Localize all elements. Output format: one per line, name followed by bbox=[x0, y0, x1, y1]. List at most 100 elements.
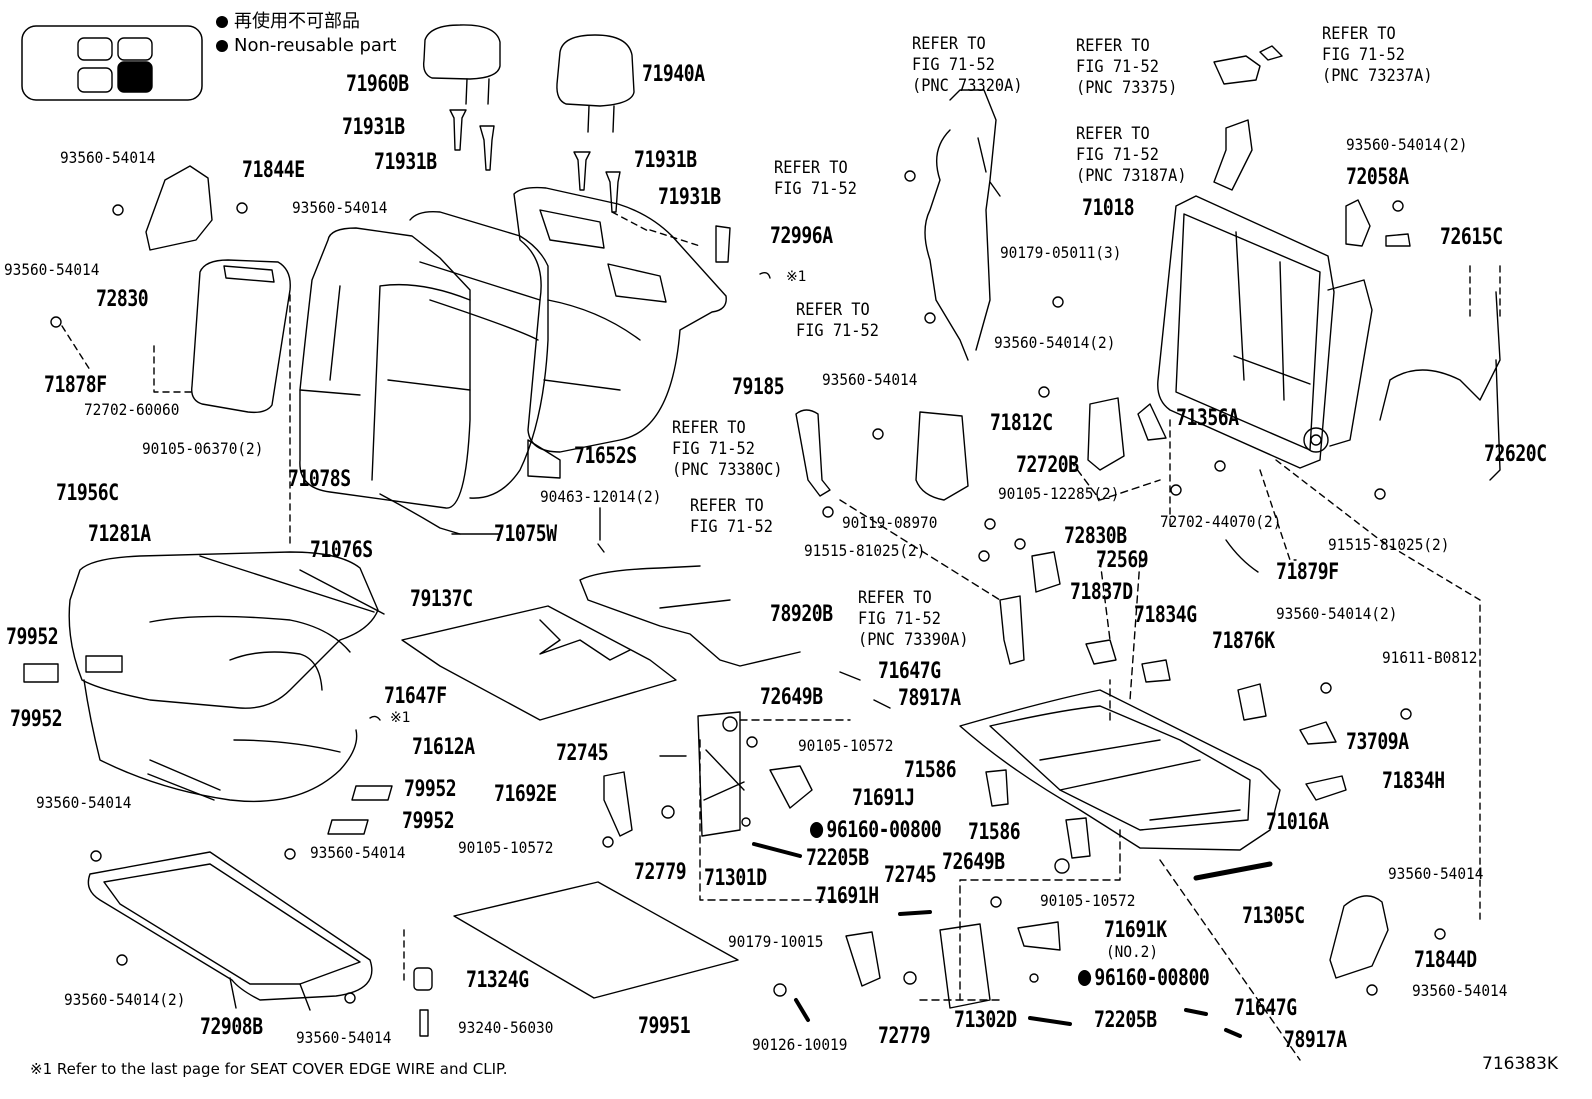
part-label[interactable]: 72745 bbox=[884, 863, 937, 888]
part-label[interactable]: 91611-B0812 bbox=[1382, 648, 1478, 667]
part-label[interactable]: 71931B bbox=[374, 150, 437, 175]
part-label[interactable]: 71078S bbox=[288, 467, 351, 492]
part-label[interactable]: 72779 bbox=[634, 860, 687, 885]
part-label[interactable]: 72205B bbox=[1094, 1008, 1157, 1033]
part-label[interactable]: 71016A bbox=[1266, 810, 1329, 835]
part-label[interactable]: 90179-10015 bbox=[728, 932, 824, 951]
part-label[interactable]: 72830 bbox=[96, 287, 149, 312]
part-label[interactable]: 71940A bbox=[642, 62, 705, 87]
part-label[interactable]: 72702-60060 bbox=[84, 400, 180, 419]
part-label[interactable]: 93560-54014 bbox=[1388, 864, 1484, 883]
part-label[interactable]: 72996A bbox=[770, 224, 833, 249]
part-label[interactable]: 71691K bbox=[1104, 918, 1167, 943]
part-label[interactable]: 71076S bbox=[310, 538, 373, 563]
part-label[interactable]: 71356A bbox=[1176, 406, 1239, 431]
part-label[interactable]: 90179-05011(3) bbox=[1000, 243, 1122, 262]
part-label[interactable]: 90119-08970 bbox=[842, 513, 938, 532]
part-label[interactable]: 71837D bbox=[1070, 580, 1133, 605]
part-label[interactable]: 93560-54014(2) bbox=[994, 333, 1116, 352]
part-label[interactable]: 72205B bbox=[806, 846, 869, 871]
part-label[interactable]: 79952 bbox=[6, 625, 59, 650]
part-label[interactable]: 71301D bbox=[704, 866, 767, 891]
part-label[interactable]: 72615C bbox=[1440, 225, 1503, 250]
part-label[interactable]: 71652S bbox=[574, 444, 637, 469]
part-label[interactable]: 71812C bbox=[990, 411, 1053, 436]
part-label[interactable]: 93240-56030 bbox=[458, 1018, 554, 1037]
part-label[interactable]: 71586 bbox=[904, 758, 957, 783]
part-label[interactable]: 93560-54014(2) bbox=[1346, 135, 1468, 154]
part-label[interactable]: 90105-10572 bbox=[1040, 891, 1136, 910]
part-label[interactable]: 93560-54014 bbox=[822, 370, 918, 389]
part-label[interactable]: 71647G bbox=[1234, 996, 1297, 1021]
part-label[interactable]: 71878F bbox=[44, 373, 107, 398]
part-label[interactable]: 71956C bbox=[56, 481, 119, 506]
part-label[interactable]: 71612A bbox=[412, 735, 475, 760]
part-label[interactable]: 91515-81025(2) bbox=[1328, 535, 1450, 554]
part-label[interactable]: 72649B bbox=[760, 685, 823, 710]
part-label[interactable]: 78917A bbox=[898, 686, 961, 711]
part-label[interactable]: 90105-06370(2) bbox=[142, 439, 264, 458]
part-label[interactable]: 90105-10572 bbox=[458, 838, 554, 857]
part-label[interactable]: 93560-54014(2) bbox=[1276, 604, 1398, 623]
part-label[interactable]: 79952 bbox=[402, 809, 455, 834]
part-label[interactable]: 71844D bbox=[1414, 948, 1477, 973]
part-label[interactable]: 91515-81025(2) bbox=[804, 541, 926, 560]
part-label[interactable]: 71879F bbox=[1276, 560, 1339, 585]
part-label-non-reusable[interactable]: 96160-00800 bbox=[810, 820, 942, 842]
part-label[interactable]: 93560-54014 bbox=[36, 793, 132, 812]
part-label[interactable]: 93560-54014(2) bbox=[64, 990, 186, 1009]
part-label[interactable]: 71305C bbox=[1242, 904, 1305, 929]
part-label[interactable]: 71647G bbox=[878, 659, 941, 684]
part-label[interactable]: 93560-54014 bbox=[60, 148, 156, 167]
part-label[interactable]: 71324G bbox=[466, 968, 529, 993]
part-label[interactable]: 71931B bbox=[342, 115, 405, 140]
part-label[interactable]: 71075W bbox=[494, 522, 557, 547]
part-label[interactable]: 79952 bbox=[10, 707, 63, 732]
part-label[interactable]: 71691J bbox=[852, 786, 915, 811]
part-label[interactable]: 93560-54014 bbox=[310, 843, 406, 862]
part-label[interactable]: 71931B bbox=[634, 148, 697, 173]
part-label[interactable]: 71691H bbox=[816, 884, 879, 909]
part-label[interactable]: 93560-54014 bbox=[4, 260, 100, 279]
part-label[interactable]: 71834H bbox=[1382, 769, 1445, 794]
part-label[interactable]: 90105-12285(2) bbox=[998, 484, 1120, 503]
part-label[interactable]: 79951 bbox=[638, 1014, 691, 1039]
part-label[interactable]: 71834G bbox=[1134, 603, 1197, 628]
part-label[interactable]: 72745 bbox=[556, 741, 609, 766]
part-label[interactable]: 72702-44070(2) bbox=[1160, 512, 1282, 531]
part-label[interactable]: 79137C bbox=[410, 587, 473, 612]
part-label[interactable]: 71586 bbox=[968, 820, 1021, 845]
part-label[interactable]: 78917A bbox=[1284, 1028, 1347, 1053]
part-label[interactable]: 72830B bbox=[1064, 524, 1127, 549]
part-label[interactable]: 71281A bbox=[88, 522, 151, 547]
part-label[interactable]: 71931B bbox=[658, 185, 721, 210]
part-label[interactable]: 71960B bbox=[346, 72, 409, 97]
part-label[interactable]: 72908B bbox=[200, 1015, 263, 1040]
part-label[interactable]: 73709A bbox=[1346, 730, 1409, 755]
part-label[interactable]: 72058A bbox=[1346, 165, 1409, 190]
part-label[interactable]: 79185 bbox=[732, 375, 785, 400]
part-label[interactable]: 71692E bbox=[494, 782, 557, 807]
part-label[interactable]: 90105-10572 bbox=[798, 736, 894, 755]
part-label[interactable]: 72720B bbox=[1016, 453, 1079, 478]
part-label[interactable]: 71647F bbox=[384, 684, 447, 709]
part-label[interactable]: 72620C bbox=[1484, 442, 1547, 467]
part-label[interactable]: 72569 bbox=[1096, 548, 1149, 573]
part-label[interactable]: 90463-12014(2) bbox=[540, 487, 662, 506]
part-label[interactable]: 90126-10019 bbox=[752, 1035, 848, 1054]
part-label-non-reusable[interactable]: 96160-00800 bbox=[1078, 968, 1210, 990]
part-label[interactable]: 72779 bbox=[878, 1024, 931, 1049]
part-label[interactable]: 79952 bbox=[404, 777, 457, 802]
part-label[interactable]: 93560-54014 bbox=[296, 1028, 392, 1047]
part-label[interactable]: 71302D bbox=[954, 1008, 1017, 1033]
part-label[interactable]: 71018 bbox=[1082, 196, 1135, 221]
